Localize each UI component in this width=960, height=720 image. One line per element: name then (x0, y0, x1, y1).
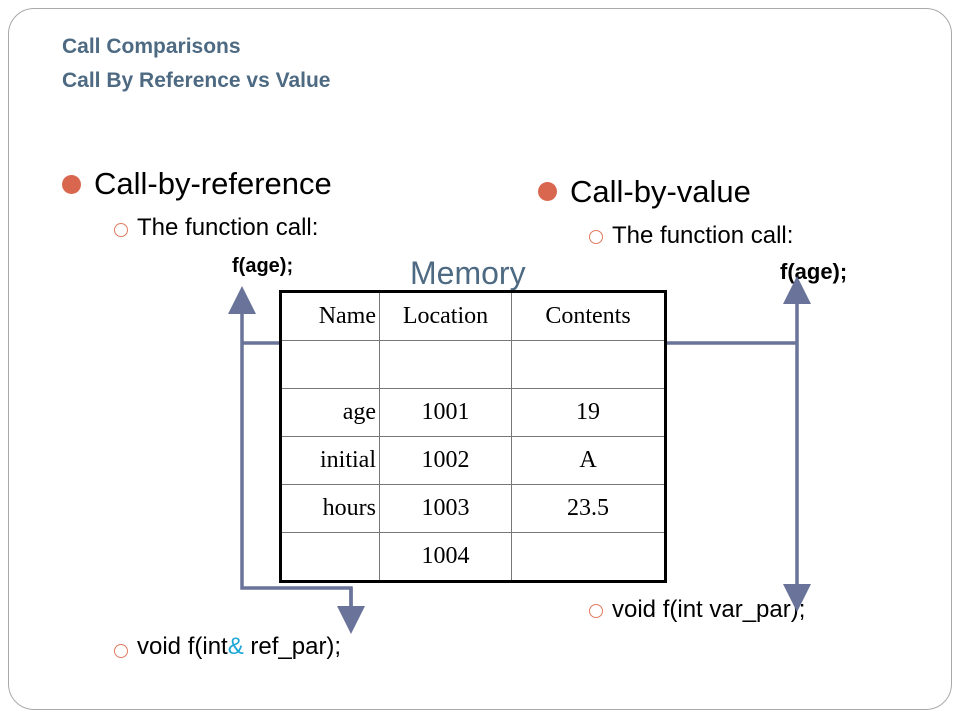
sub-bullet-icon (114, 644, 128, 658)
bullet-icon (62, 175, 81, 194)
reference-heading: Call-by-reference (94, 166, 332, 201)
sub-bullet-icon (114, 223, 128, 237)
cell-location (379, 340, 512, 389)
value-heading: Call-by-value (570, 174, 751, 209)
cell-contents: 23.5 (511, 484, 666, 533)
table-row: initial 1002 A (280, 436, 666, 485)
sub-bullet-icon (589, 230, 603, 244)
header-contents: Contents (511, 291, 666, 341)
value-declaration: void f(int var_par); (612, 596, 806, 623)
memory-label: Memory (410, 255, 526, 291)
table-row: hours 1003 23.5 (280, 484, 666, 533)
sub-bullet-icon (589, 604, 603, 618)
reference-call: f(age); (232, 255, 294, 277)
slide-subtitle: Call By Reference vs Value (62, 69, 331, 92)
bullet-icon (538, 182, 557, 201)
cell-contents (511, 532, 666, 582)
cell-name (280, 532, 380, 582)
cell-location: 1004 (379, 532, 512, 582)
memory-table: Name Location Contents age 1001 19 initi… (279, 290, 667, 583)
reference-declaration: void f(int& ref_par); (137, 633, 342, 660)
slide-title: Call Comparisons (62, 35, 241, 58)
header-name: Name (318, 303, 376, 329)
table-header-row: Name Location Contents (281, 291, 666, 341)
table-row: 1004 (280, 532, 666, 582)
cell-location: 1001 (379, 388, 512, 437)
ampersand-symbol: & (227, 633, 244, 660)
cell-location: 1003 (379, 484, 512, 533)
cell-name (280, 340, 380, 389)
table-row (280, 340, 666, 389)
cell-name: initial (280, 436, 380, 485)
cell-name: age (280, 388, 380, 437)
table-row: age 1001 19 (280, 388, 666, 437)
header-location: Location (379, 291, 512, 341)
reference-subtext: The function call: (137, 214, 319, 241)
cell-name: hours (280, 484, 380, 533)
cell-contents (511, 340, 666, 389)
cell-contents: 19 (511, 388, 666, 437)
cell-contents: A (511, 436, 666, 485)
value-subtext: The function call: (612, 222, 794, 249)
cell-location: 1002 (379, 436, 512, 485)
